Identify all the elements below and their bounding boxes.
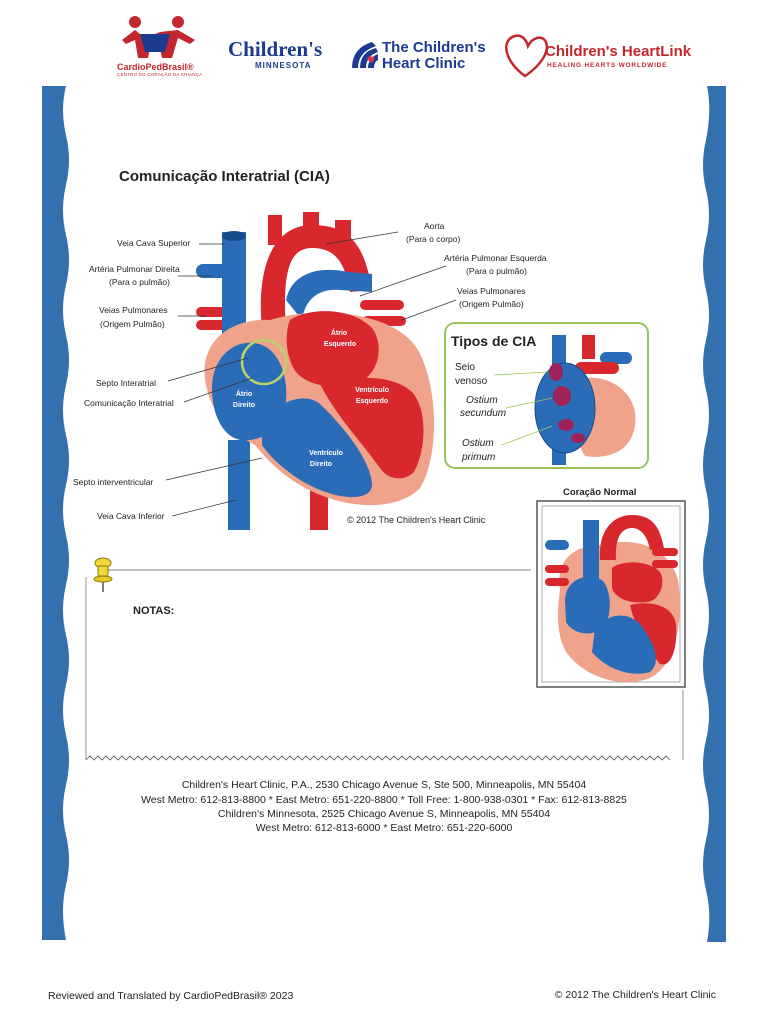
label-veia-cava-superior: Veia Cava Superior xyxy=(117,238,191,248)
address-line-1: Children's Heart Clinic, P.A., 2530 Chic… xyxy=(181,779,587,791)
label-atrio-esquerdo-2: Esquerdo xyxy=(323,341,357,348)
label-veia-cava-inferior: Veia Cava Inferior xyxy=(97,511,165,521)
heartlink-logo-sub: HEALING HEARTS WORLDWIDE xyxy=(547,62,668,69)
tipo-secundum-2: secundum xyxy=(460,408,507,419)
childrens-minnesota-logo-sub: MINNESOTA xyxy=(255,61,312,70)
tipo-seio-2: venoso xyxy=(455,376,488,387)
right-wavy-border xyxy=(703,86,726,942)
label-ventriculo-esquerdo-1: Ventrículo xyxy=(355,387,389,394)
heartlink-logo-name: Children's HeartLink xyxy=(545,43,692,60)
tipo-seio-1: Seio xyxy=(455,362,476,373)
page-title: Comunicação Interatrial (CIA) xyxy=(119,168,330,185)
label-veias-pulmonares-right: Veias Pulmonares xyxy=(457,286,526,296)
normal-heart-illustration xyxy=(545,515,680,683)
notes-label: NOTAS: xyxy=(133,605,175,617)
label-aorta: Aorta xyxy=(424,221,445,231)
tipos-title: Tipos de CIA xyxy=(451,333,537,349)
heart-clinic-logo-name: The Children's Heart Clinic xyxy=(382,39,486,72)
label-veias-pulmonares-left-sub: (Origem Pulmão) xyxy=(100,319,165,329)
address-line-3: Children's Minnesota, 2525 Chicago Avenu… xyxy=(217,808,551,820)
label-septo-interventricular: Septo interventricular xyxy=(73,477,154,487)
label-veias-pulmonares-left: Veias Pulmonares xyxy=(99,305,168,315)
diagram-copyright: © 2012 The Children's Heart Clinic xyxy=(347,515,486,525)
label-atrio-direito-1: Átrio xyxy=(235,391,253,398)
footer-left: Reviewed and Translated by CardioPedBras… xyxy=(48,990,294,1002)
label-comunicacao-interatrial: Comunicação Interatrial xyxy=(84,398,174,408)
heartlink-heart-icon xyxy=(505,34,549,78)
tipo-secundum-1: Ostium xyxy=(466,395,498,406)
label-ventriculo-esquerdo-2: Esquerdo xyxy=(355,398,389,405)
asd-heart-illustration xyxy=(165,212,457,530)
label-arteria-pulmonar-esquerda-sub: (Para o pulmão) xyxy=(466,266,527,276)
push-pin-icon xyxy=(93,557,113,592)
label-arteria-pulmonar-direita: Artéria Pulmonar Direita xyxy=(89,264,180,274)
heart-clinic-logo-icon xyxy=(352,42,378,68)
label-arteria-pulmonar-esquerda: Artéria Pulmonar Esquerda xyxy=(444,253,547,263)
address-line-2: West Metro: 612-813-8800 * East Metro: 6… xyxy=(141,794,627,806)
label-ventriculo-direito-1: Ventrículo xyxy=(309,450,343,457)
tipo-primum-2: primum xyxy=(462,452,496,463)
address-line-4: West Metro: 612-813-6000 * East Metro: 6… xyxy=(255,822,513,834)
label-atrio-direito-2: Direito xyxy=(232,402,256,409)
label-arteria-pulmonar-direita-sub: (Para o pulmão) xyxy=(109,277,170,287)
label-veias-pulmonares-right-sub: (Origem Pulmão) xyxy=(459,299,524,309)
cardiopedbrasil-logo-tagline: CENTRO DO CORAÇÃO DA CRIANÇA xyxy=(117,72,203,77)
cardiopedbrasil-logo-name: CardioPedBrasil® xyxy=(117,62,194,72)
label-aorta-sub: (Para o corpo) xyxy=(406,234,461,244)
normal-heart-title: Coração Normal xyxy=(563,487,637,498)
label-atrio-esquerdo-1: Átrio xyxy=(330,330,348,337)
tipo-primum-1: Ostium xyxy=(462,438,494,449)
left-wavy-border xyxy=(42,86,69,940)
footer-right: © 2012 The Children's Heart Clinic xyxy=(554,989,716,1001)
notes-area xyxy=(85,569,684,761)
childrens-minnesota-logo-name: Children's xyxy=(228,37,323,61)
label-septo-interatrial: Septo Interatrial xyxy=(96,378,157,388)
tipos-heart-illustration xyxy=(493,335,636,465)
cardiopedbrasil-logo xyxy=(122,16,195,58)
label-ventriculo-direito-2: Direito xyxy=(309,461,333,468)
